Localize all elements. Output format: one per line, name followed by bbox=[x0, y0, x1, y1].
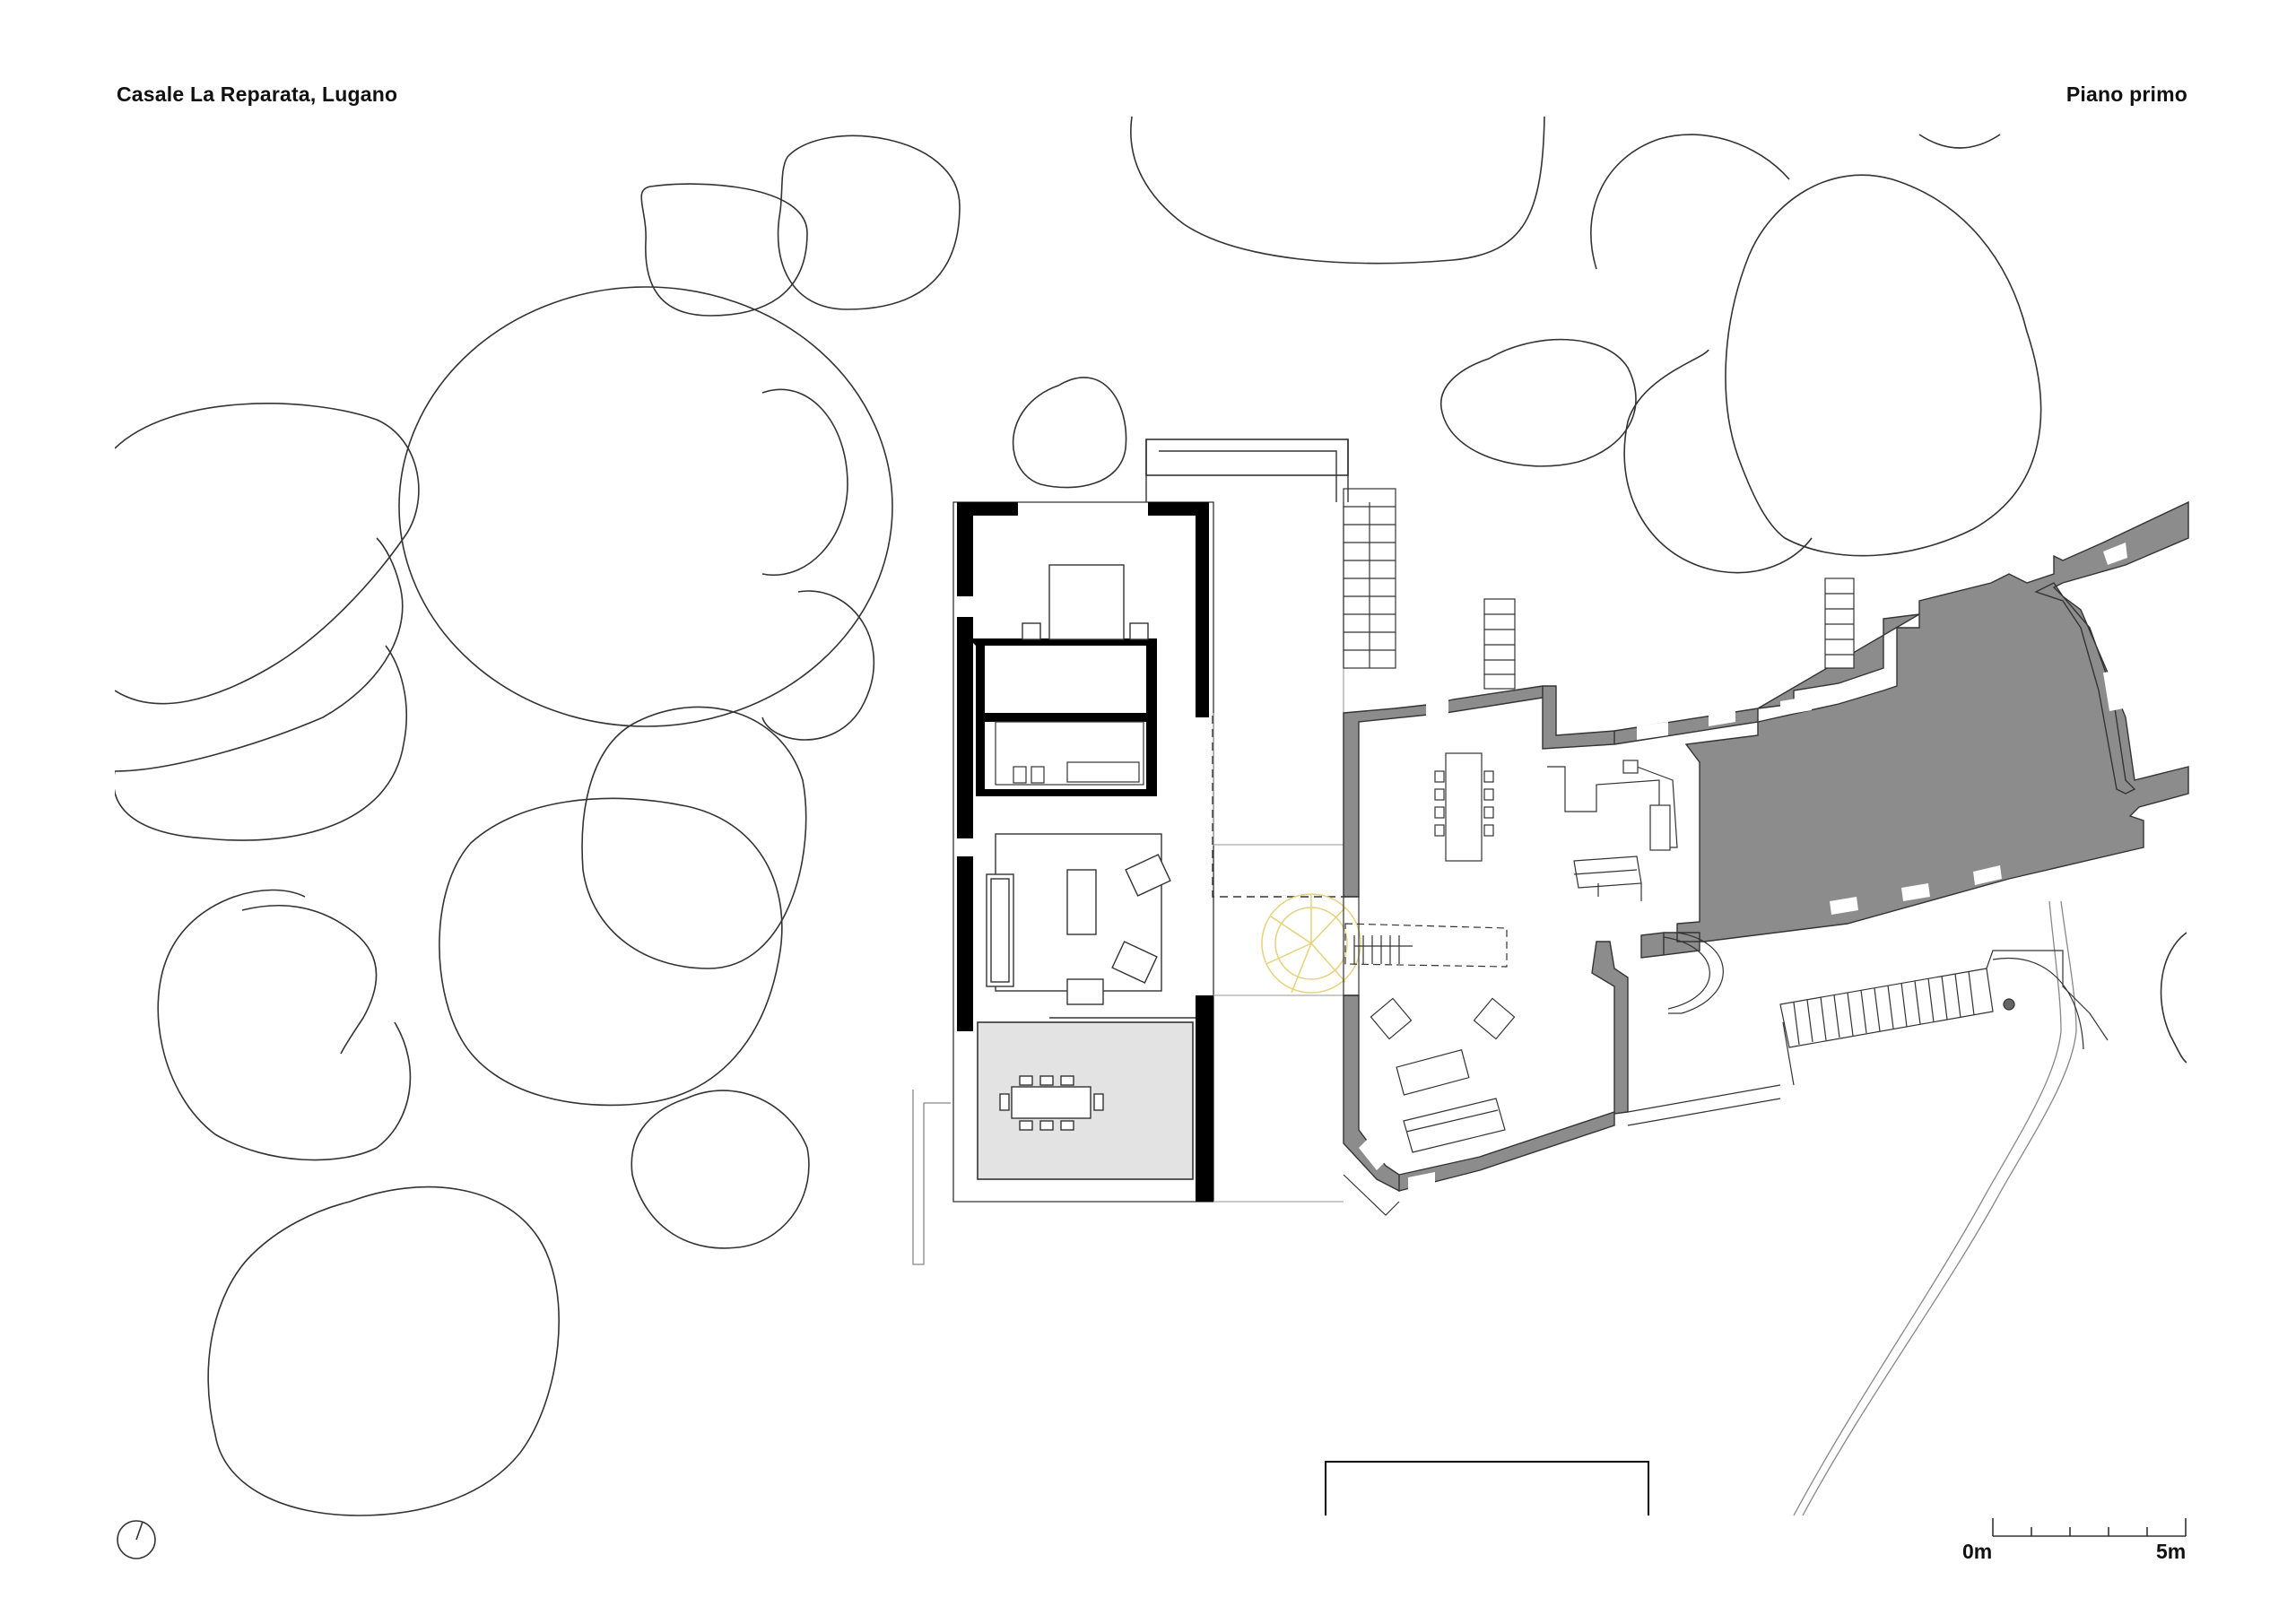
scale-bar bbox=[1992, 1518, 2187, 1537]
tree bbox=[1725, 174, 2042, 557]
tree bbox=[157, 889, 412, 1161]
chimney-stacks bbox=[1483, 578, 1855, 690]
tree bbox=[1439, 338, 1637, 467]
tree bbox=[115, 645, 407, 841]
site-path bbox=[912, 900, 2077, 1516]
tree bbox=[1012, 377, 1127, 489]
tree bbox=[398, 286, 893, 727]
existing-walls bbox=[1343, 500, 2189, 1193]
spiral-stair bbox=[1261, 893, 1361, 994]
tree bbox=[207, 1185, 560, 1516]
terrace-dining-table bbox=[999, 1075, 1104, 1131]
tree bbox=[761, 388, 848, 577]
scale-end-label: 5m bbox=[2156, 1540, 2187, 1563]
bathroom-fixtures bbox=[995, 721, 1144, 786]
existing-building bbox=[1343, 500, 2189, 1216]
tree bbox=[1623, 349, 1813, 574]
exterior-stair bbox=[1343, 488, 1396, 669]
bedroom-bed bbox=[1022, 564, 1149, 640]
tree bbox=[1130, 117, 1545, 265]
new-walls bbox=[957, 502, 1213, 1202]
north-arrow-icon bbox=[117, 1520, 156, 1559]
new-building bbox=[952, 439, 1396, 1203]
tree bbox=[777, 135, 961, 310]
tree bbox=[1918, 134, 2001, 149]
neighbour-building-outline bbox=[1325, 1461, 1649, 1515]
tree bbox=[2160, 932, 2187, 1064]
sheet-title: Piano primo bbox=[2066, 83, 2187, 106]
tree bbox=[631, 1090, 810, 1249]
tree bbox=[115, 403, 420, 705]
living-room-furniture bbox=[986, 833, 1196, 1019]
tree bbox=[581, 706, 807, 969]
tree bbox=[1590, 134, 1790, 270]
tree bbox=[115, 537, 404, 772]
tree bbox=[439, 797, 783, 1107]
trees bbox=[115, 117, 2187, 1516]
tree bbox=[640, 183, 808, 317]
garden-stair bbox=[1343, 950, 2109, 1216]
existing-interior bbox=[1343, 752, 1724, 1153]
tree bbox=[241, 904, 378, 1055]
roof-terrace-outline bbox=[1145, 439, 1349, 476]
tree bbox=[761, 590, 875, 741]
scale-start-label: 0m bbox=[1962, 1540, 1993, 1563]
project-title: Casale La Reparata, Lugano bbox=[117, 83, 398, 106]
